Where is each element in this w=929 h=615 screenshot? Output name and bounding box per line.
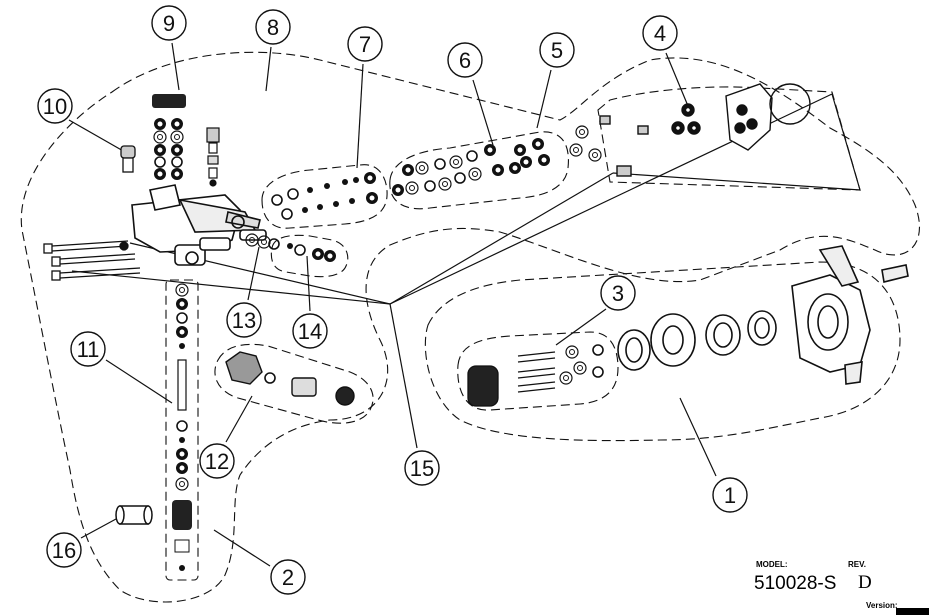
callout-15: 15: [404, 450, 440, 486]
callout-circle: [292, 313, 328, 349]
callout-circle: [404, 450, 440, 486]
valve-8: [206, 127, 220, 187]
callout-label: 11: [77, 337, 100, 362]
long-bolts: [43, 240, 141, 281]
callout-label: 6: [459, 48, 471, 73]
part-group-3: [467, 344, 604, 407]
callout-7: 7: [347, 26, 383, 62]
version-field: [896, 608, 929, 615]
callout-12: 12: [199, 443, 235, 479]
callout-circle: [70, 331, 106, 367]
callout-label: 3: [612, 281, 624, 306]
part-group-5: [514, 138, 550, 168]
callout-label: 14: [298, 319, 322, 344]
callout-9: 9: [151, 5, 187, 41]
callout-label: 1: [724, 483, 736, 508]
manifold-body: [131, 184, 267, 266]
callout-circle: [199, 443, 235, 479]
callout-13: 13: [226, 302, 262, 338]
callout-circle: [600, 275, 636, 311]
callout-circle: [447, 42, 483, 78]
valve-column-11: [172, 283, 192, 571]
callout-11: 11: [70, 331, 106, 367]
fitting-10: [120, 145, 136, 173]
callout-4: 4: [642, 15, 678, 51]
callout-label: 15: [410, 456, 434, 481]
bracket-line: [612, 93, 861, 191]
callout-3: 3: [600, 275, 636, 311]
leader-lines: [68, 42, 833, 567]
rev-label: REV.: [848, 560, 866, 569]
callout-1: 1: [712, 477, 748, 513]
callout-label: 8: [267, 15, 279, 40]
callout-8: 8: [255, 9, 291, 45]
model-number: 510028-S: [754, 573, 837, 594]
callout-circle: [539, 32, 575, 68]
callout-circle: [255, 9, 291, 45]
callout-label: 4: [654, 21, 666, 46]
callout-circle: [642, 15, 678, 51]
callout-label: 2: [282, 565, 294, 590]
callout-label: 5: [551, 38, 563, 63]
callout-label: 12: [205, 449, 229, 474]
fitting-16: [115, 505, 153, 525]
rev-value: D: [858, 572, 872, 593]
crankcase-1: [617, 245, 909, 385]
callout-circle: [151, 5, 187, 41]
callout-circle: [37, 88, 73, 124]
version-label: Version:: [866, 601, 898, 610]
model-label: MODEL:: [756, 560, 788, 569]
callout-circle: [46, 532, 82, 568]
check-valve-stack-9: [152, 94, 186, 180]
callout-label: 13: [232, 308, 256, 333]
callout-circle: [226, 302, 262, 338]
callout-label: 9: [163, 11, 175, 36]
callout-circle: [347, 26, 383, 62]
part-group-12: [225, 351, 355, 406]
callout-label: 16: [52, 538, 76, 563]
callout-label: 10: [43, 94, 67, 119]
callout-10: 10: [37, 88, 73, 124]
callout-14: 14: [292, 313, 328, 349]
callout-5: 5: [539, 32, 575, 68]
callout-6: 6: [447, 42, 483, 78]
dashed-group-outlines: [20, 51, 920, 603]
callout-circle: [270, 559, 306, 595]
pump-head-4: [569, 83, 811, 177]
part-group-7: [271, 172, 378, 220]
callout-circle: [712, 477, 748, 513]
callout-2: 2: [270, 559, 306, 595]
callout-16: 16: [46, 532, 82, 568]
part-group-6: [392, 144, 521, 196]
callout-label: 7: [359, 32, 371, 57]
